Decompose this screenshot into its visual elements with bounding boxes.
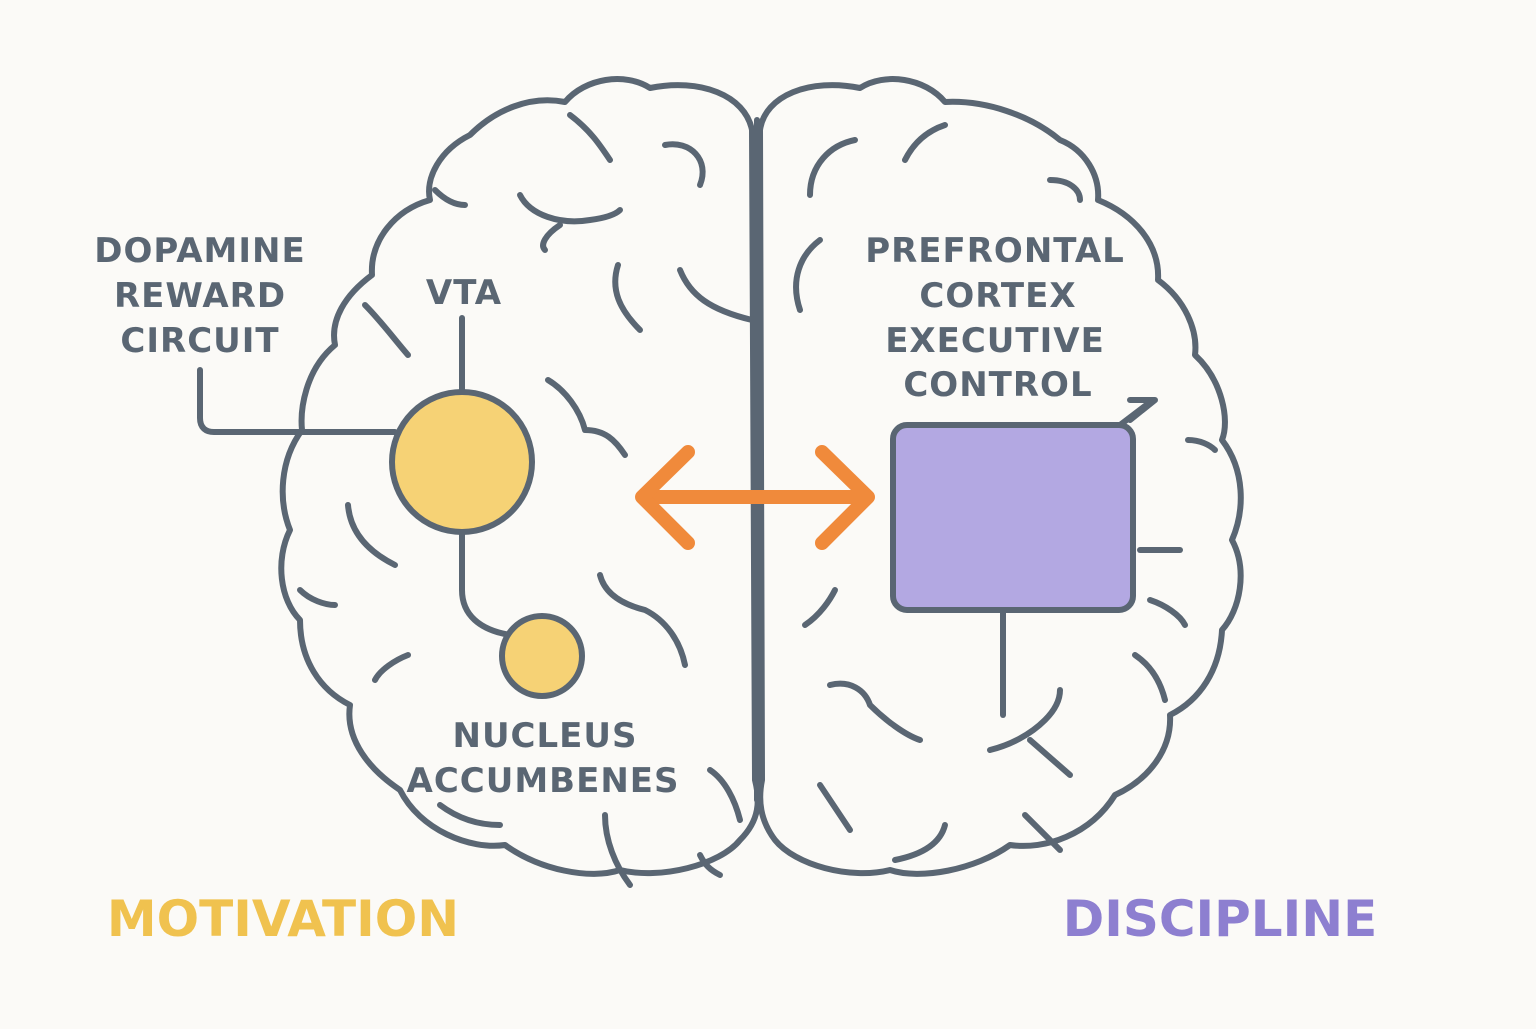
vta-node <box>389 389 535 535</box>
nucleus-label-line1: NUCLEUS <box>452 716 637 756</box>
prefrontal-label-line1: PREFRONTAL <box>865 231 1125 271</box>
double-arrow-icon <box>635 445 875 550</box>
nucleus-label-line2: ACCUMBENES <box>407 761 680 801</box>
brain-outline-icon <box>278 76 1244 877</box>
vta-to-nucleus-connector <box>459 529 513 638</box>
prefrontal-label-line3: EXECUTIVE <box>885 321 1105 361</box>
dopamine-label-line3: CIRCUIT <box>120 321 279 361</box>
nucleus-node <box>499 613 585 699</box>
left-folds <box>297 112 755 888</box>
dopamine-label-line1: DOPAMINE <box>94 231 305 271</box>
prefrontal-connector-top <box>1117 397 1156 428</box>
discipline-label: DISCIPLINE <box>1063 890 1378 948</box>
dopamine-label-line2: REWARD <box>114 276 286 316</box>
motivation-label: MOTIVATION <box>107 890 459 948</box>
prefrontal-label-line4: CONTROL <box>903 365 1092 405</box>
right-hemisphere-outline <box>757 76 1244 877</box>
dopamine-connector <box>197 367 398 435</box>
prefrontal-label-line2: CORTEX <box>919 276 1076 316</box>
prefrontal-box <box>890 422 1136 613</box>
left-hemisphere-outline <box>278 76 761 877</box>
vta-label: VTA <box>426 273 502 313</box>
